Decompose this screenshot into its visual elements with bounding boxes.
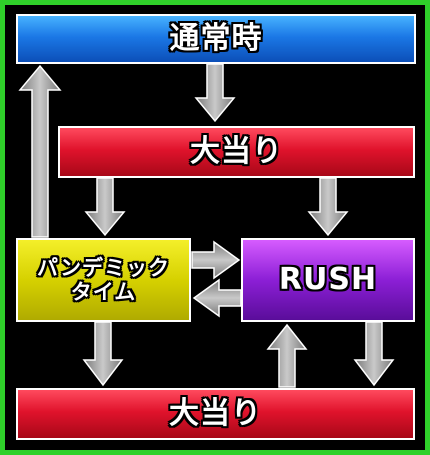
- arrow-down-jackpot-to-pandemic: [84, 177, 126, 237]
- rush-label: RUSH: [278, 261, 378, 297]
- pandemic-label-line1: パンデミック: [36, 255, 171, 280]
- jackpot-top-box: 大当り: [58, 126, 415, 178]
- jackpot-top-label: 大当り: [190, 133, 283, 169]
- arrow-down-pandemic-to-jackpot: [82, 321, 124, 387]
- jackpot-bottom-box: 大当り: [16, 388, 415, 440]
- arrow-up-return-to-normal: [18, 64, 62, 238]
- pandemic-label-line2: タイム: [70, 280, 137, 304]
- arrow-down-normal-to-jackpot: [194, 63, 236, 123]
- normal-state-box: 通常時: [16, 14, 416, 64]
- arrow-down-jackpot-to-rush: [307, 177, 349, 237]
- arrow-right-pandemic-to-rush: [191, 240, 241, 280]
- arrow-down-rush-to-jackpot: [353, 321, 395, 387]
- rush-box: RUSH: [241, 238, 415, 322]
- normal-state-label: 通常時: [169, 20, 263, 56]
- pandemic-time-box: パンデミック タイム: [16, 238, 191, 322]
- arrow-up-jackpot-to-rush: [266, 323, 308, 388]
- jackpot-bottom-label: 大当り: [169, 395, 262, 431]
- arrow-left-rush-to-pandemic: [192, 278, 242, 318]
